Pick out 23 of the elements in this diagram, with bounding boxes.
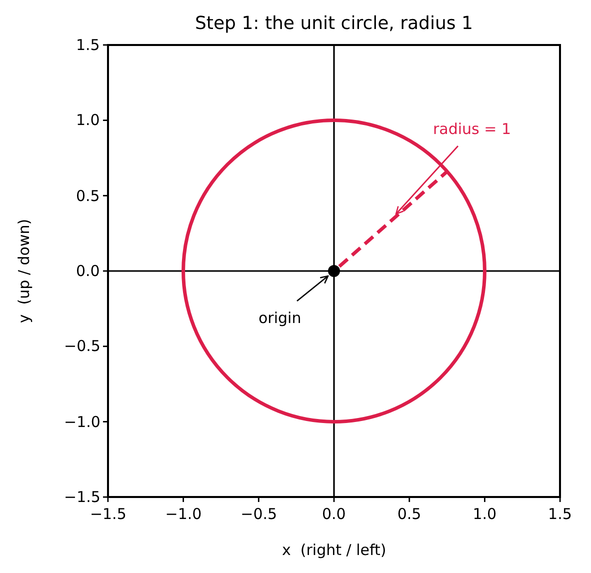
y-tick-label: 0.5: [76, 186, 100, 205]
x-tick-label: 0.5: [397, 505, 422, 523]
x-tick-label: 1.0: [472, 505, 497, 523]
radius-line: [338, 170, 448, 268]
leader-line: [395, 146, 459, 215]
y-tick-label: 1.0: [76, 111, 100, 130]
chart-title: Step 1: the unit circle, radius 1: [195, 15, 473, 33]
y-tick-label: 1.5: [76, 36, 100, 54]
x-tick-label: 0.0: [322, 505, 346, 523]
x-tick-label: −1.0: [165, 505, 202, 523]
leader-line: [296, 275, 329, 302]
x-axis-label: x (right / left): [282, 541, 386, 559]
x-tick-label: −0.5: [240, 505, 278, 523]
y-tick-label: 0.0: [76, 262, 100, 280]
y-tick-label: −0.5: [64, 337, 100, 356]
x-tick-label: 1.5: [548, 505, 572, 523]
annotation-label: radius = 1: [433, 120, 512, 138]
origin-dot: [328, 265, 340, 277]
y-tick-label: −1.0: [64, 412, 100, 431]
y-tick-label: −1.5: [64, 488, 100, 506]
y-axis-label: y (up / down): [15, 218, 34, 324]
annotation-label: origin: [258, 309, 302, 327]
x-tick-label: −1.5: [90, 505, 126, 523]
